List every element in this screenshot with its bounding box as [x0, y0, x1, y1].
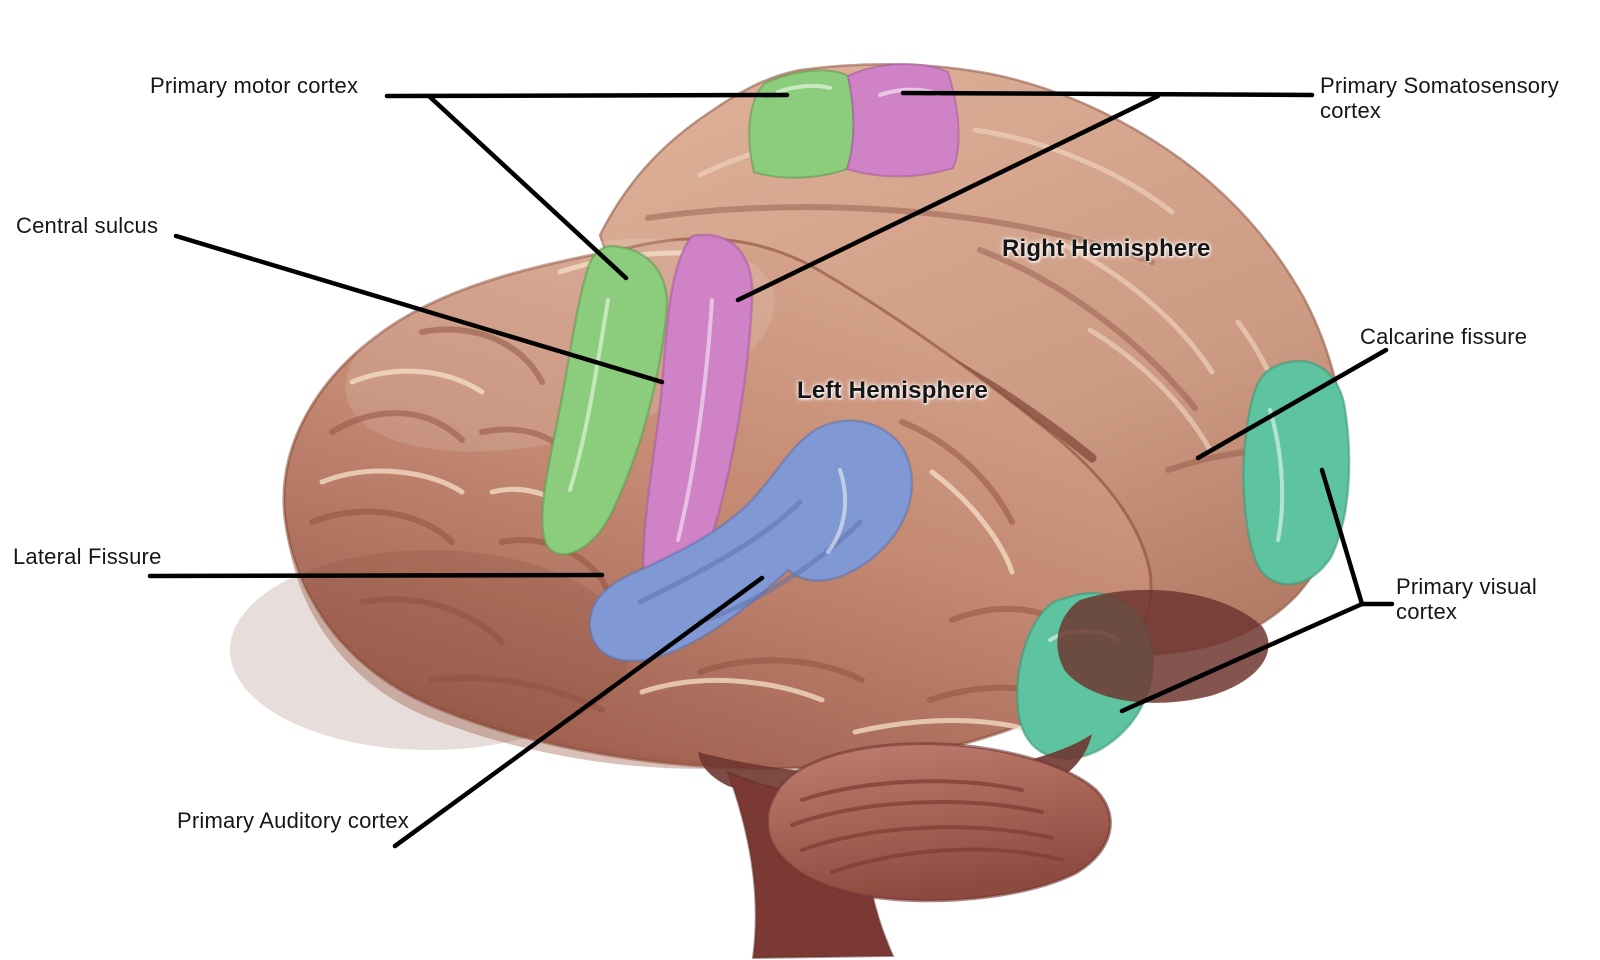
leader-visual-lower: [1119, 601, 1365, 714]
label-central-sulcus: Central sulcus: [16, 213, 159, 238]
temporal-lobe-shading: [286, 520, 790, 769]
cerebellum: [766, 742, 1112, 903]
label-somatosensory-line1: Primary Somatosensory: [1320, 73, 1559, 98]
leader-auditory: [392, 575, 765, 849]
label-left-hemisphere: Left Hemisphere: [797, 377, 989, 404]
auditory-region-folds: [637, 499, 863, 625]
somatosensory-cortex-region-medial: [845, 63, 960, 178]
label-calcarine-fissure: Calcarine fissure: [1360, 324, 1528, 349]
label-visual-line1: Primary visual: [1396, 574, 1537, 599]
label-primary-motor-cortex: Primary motor cortex: [150, 73, 359, 98]
leader-visual-upper: [1319, 467, 1365, 607]
leader-somatosensory-diagonal: [735, 93, 1161, 303]
leader-somatosensory-horizontal: [900, 90, 1315, 98]
label-somatosensory-line2: cortex: [1320, 97, 1382, 123]
label-primary-visual-cortex: Primary visual cortex: [1396, 574, 1537, 624]
band-sheen-lateral: [568, 298, 848, 554]
leader-calcarine: [1195, 347, 1389, 461]
label-right-hemisphere: Right Hemisphere: [1002, 235, 1211, 262]
leader-central-sulcus: [173, 233, 665, 385]
label-lateral-fissure: Lateral Fissure: [13, 544, 162, 569]
leader-motor-diagonal: [427, 94, 629, 281]
leader-lateral-fissure: [147, 572, 605, 579]
temporal-shadow: [230, 550, 630, 750]
label-primary-auditory-cortex: Primary Auditory cortex: [177, 808, 410, 833]
label-primary-somatosensory-cortex: Primary Somatosensory cortex: [1320, 73, 1559, 123]
visual-cortex-region-medial: [1242, 359, 1351, 586]
leader-motor-horizontal: [384, 92, 790, 99]
leader-lines: [147, 90, 1395, 849]
deep-occipital-shadow: [1057, 589, 1269, 703]
label-visual-line2: cortex: [1396, 598, 1458, 624]
cerebellum-folia-stripes: [790, 779, 1064, 874]
